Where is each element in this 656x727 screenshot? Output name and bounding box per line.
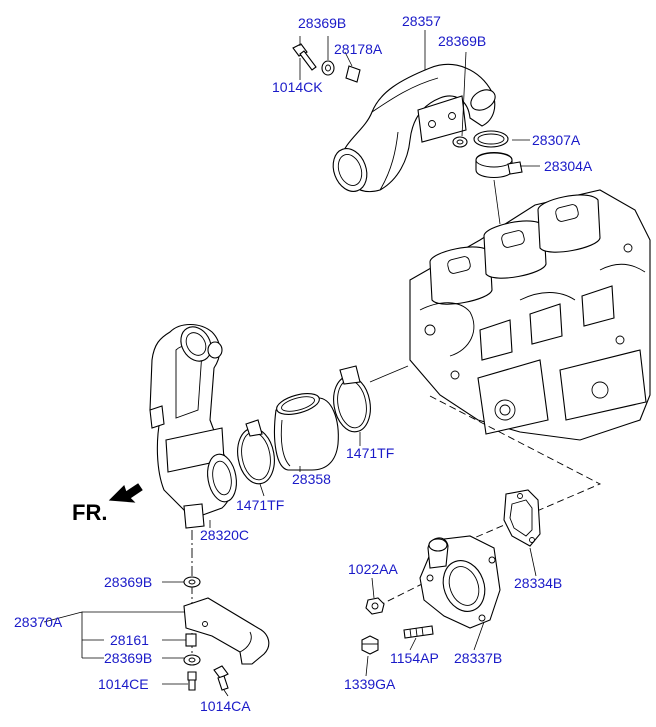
nut-1022aa (365, 597, 385, 615)
callout-1339ga: 1339GA (344, 676, 396, 692)
callout-1154ap: 1154AP (390, 650, 439, 666)
bolt-1014ce (187, 671, 197, 691)
callout-28369b-top: 28369B (298, 15, 346, 31)
dashed-assembly-line-outlet (429, 395, 602, 539)
callout-1014ce: 1014CE (98, 676, 149, 692)
cylinder-head (409, 189, 651, 441)
nut-1339ga (361, 635, 379, 655)
bolt-1014ck (292, 43, 317, 71)
bracket-28370a (183, 597, 270, 665)
bolt-1014ca (213, 665, 229, 691)
callout-28369b-b: 28369B (104, 650, 152, 666)
callout-28357: 28357 (402, 13, 441, 29)
front-label: FR. (72, 500, 107, 525)
callout-28304a: 28304A (544, 158, 593, 174)
callout-28369b-right: 28369B (438, 33, 486, 49)
callout-1471tf-low: 1471TF (236, 497, 284, 513)
stud-1154ap (403, 625, 434, 639)
callout-28334b: 28334B (514, 575, 562, 591)
callout-28358: 28358 (292, 471, 331, 487)
clamp-1471tf-mid (333, 365, 371, 433)
gasket-28334b (503, 489, 541, 547)
washer-28369b-lower (183, 654, 201, 666)
callout-28161: 28161 (110, 632, 149, 648)
callout-28370a: 28370A (14, 614, 63, 630)
callout-1471tf-mid: 1471TF (346, 445, 394, 461)
callout-28369b-a: 28369B (104, 574, 152, 590)
washer-28369b-upper (183, 576, 201, 588)
callout-28307a: 28307A (532, 132, 581, 148)
pin-28178a (345, 65, 361, 83)
callout-28178a: 28178A (334, 41, 383, 57)
clamp-1471tf-lower (237, 419, 275, 485)
leader-clamp-to-head (493, 179, 501, 225)
washer-28369b-top (321, 60, 335, 76)
water-outlet-28337b (419, 535, 501, 629)
intake-pipe-upper (332, 63, 496, 192)
callout-28337b: 28337B (454, 650, 502, 666)
leader-head-to-clamp (369, 365, 409, 383)
o-ring-28307a (473, 130, 509, 148)
hose-28358 (273, 393, 339, 471)
callout-28320c: 28320C (200, 527, 249, 543)
callout-1014ca: 1014CA (200, 698, 251, 714)
clamp-28304a (475, 151, 523, 179)
pin-28161 (185, 633, 197, 647)
front-direction-arrow (108, 483, 143, 503)
leader-lines (43, 30, 540, 697)
callout-1022aa: 1022AA (348, 561, 398, 577)
callout-1014ck: 1014CK (272, 79, 323, 95)
intake-pipe-lower (149, 323, 237, 529)
washer-28369b-right (452, 136, 468, 148)
